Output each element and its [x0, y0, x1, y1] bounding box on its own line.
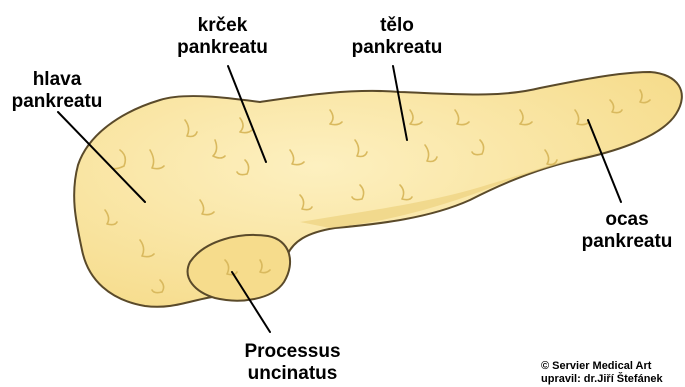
label-head: hlava pankreatu	[2, 69, 112, 113]
label-neck-line1: krček	[165, 15, 280, 37]
label-body-line1: tělo	[342, 15, 452, 37]
label-uncinate-line1: Processus	[225, 341, 360, 363]
label-head-line1: hlava	[2, 69, 112, 91]
label-uncinate: Processus uncinatus	[225, 341, 360, 385]
label-head-line2: pankreatu	[2, 91, 112, 113]
label-neck-line2: pankreatu	[165, 37, 280, 59]
pancreas-organ	[74, 72, 682, 307]
label-tail-line1: ocas	[572, 209, 682, 231]
label-tail-line2: pankreatu	[572, 231, 682, 253]
label-tail: ocas pankreatu	[572, 209, 682, 253]
credit-text: © Servier Medical Art upravil: dr.Jiří Š…	[541, 360, 663, 386]
label-body-line2: pankreatu	[342, 37, 452, 59]
label-body: tělo pankreatu	[342, 15, 452, 59]
label-uncinate-line2: uncinatus	[225, 363, 360, 385]
credit-line1: © Servier Medical Art	[541, 360, 663, 373]
label-neck: krček pankreatu	[165, 15, 280, 59]
credit-line2: upravil: dr.Jiří Štefánek	[541, 373, 663, 386]
